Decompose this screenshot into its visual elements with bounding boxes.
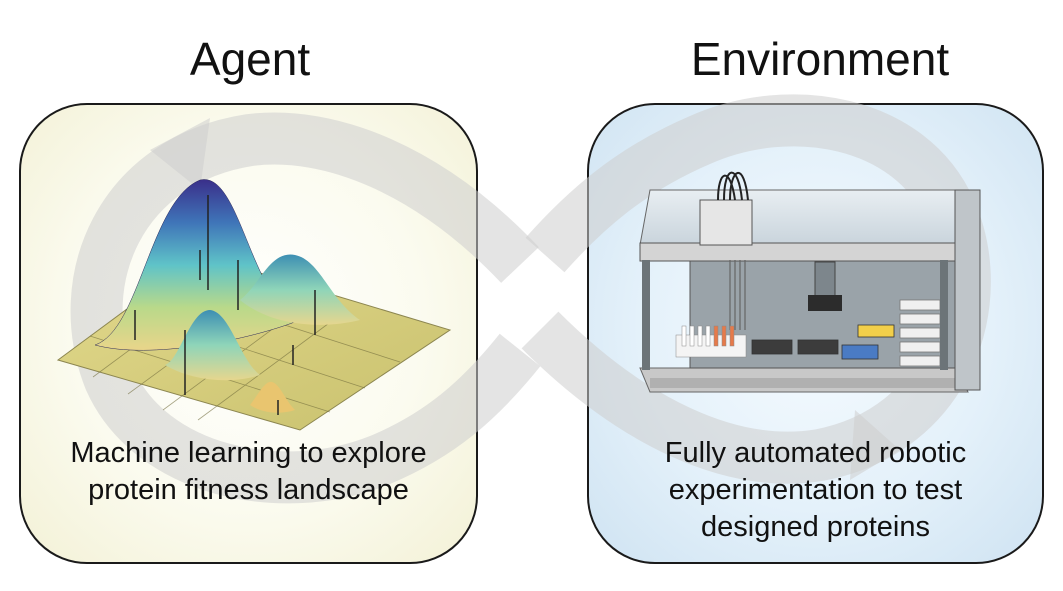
plate-hotel [899,299,941,367]
agent-caption-line-2: protein fitness landscape [88,474,409,506]
environment-caption: Fully automated robotic experimentation … [587,435,1044,546]
gripper-head [808,295,842,311]
environment-caption-line-1: Fully automated robotic [664,437,967,469]
robot-gantry [639,242,971,262]
environment-caption-line-3: designed proteins [701,511,930,543]
left-arrowhead-icon [150,118,210,190]
agent-caption: Machine learning to explore protein fitn… [19,435,478,509]
right-arrowhead-icon [850,410,900,480]
side-peak [240,254,360,325]
cycle-arrowheads [150,118,900,480]
robot-side-column [954,189,981,391]
robot-front-rail [650,378,955,388]
agent-title: Agent [189,33,311,85]
pipette-tips [729,260,746,330]
robot-pillar-right [940,260,948,370]
robot-pillar-left [642,260,650,370]
well-plates [751,324,895,360]
sample-markers [134,195,316,415]
front-peak [165,310,260,381]
small-peak [250,381,295,413]
agent-caption-line-1: Machine learning to explore [70,437,427,469]
pipette-head [699,199,753,246]
robot-top-enclosure [639,189,976,246]
tube-rack [675,325,747,358]
liquid-handling-robot-icon [639,171,981,393]
environment-caption-line-2: experimentation to test [668,474,963,506]
environment-title: Environment [690,33,950,85]
pipette-tubes [717,171,749,201]
fitness-landscape-surface-icon [56,179,452,431]
